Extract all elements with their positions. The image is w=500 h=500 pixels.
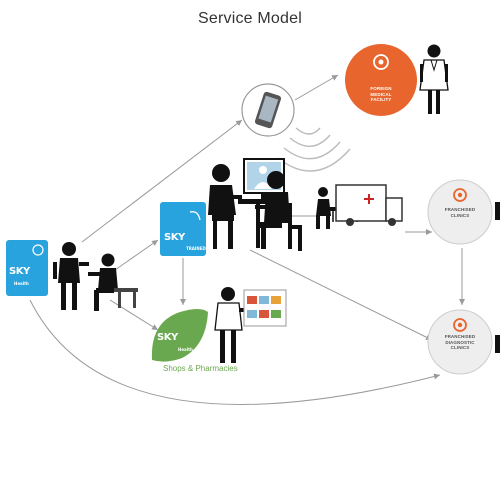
- sky-shops-brand-subtext: Health: [178, 347, 193, 352]
- franchised-clinics-node: [427, 179, 493, 245]
- diagram-title: Service Model: [198, 10, 302, 27]
- sky-trained-brand-text: SKY: [164, 232, 185, 243]
- medical-logo-icon: [373, 54, 389, 70]
- consultation-scene: [208, 158, 302, 251]
- diagnostic-edge-marker: [495, 335, 500, 353]
- mobile-phone-icon: [254, 91, 282, 129]
- sky-trained-kiosk-logo: [160, 202, 206, 256]
- arrow-patient-to-trained-kiosk: [114, 239, 159, 271]
- franchised-diagnostic-clinics-node: [427, 309, 493, 375]
- arrow-patient-to-phone: [81, 119, 243, 243]
- sky-trained-brand-subtext: TRAINED: [186, 246, 206, 251]
- diagnostic-logo-icon: [453, 318, 467, 332]
- sky-shops-brand-text: SKY: [157, 332, 178, 343]
- ambulance-scene: [316, 184, 403, 229]
- sky-health-brand-logo: [6, 240, 48, 296]
- sky-shops-logo: [151, 309, 208, 362]
- doctor-icon: [419, 44, 449, 114]
- shops-pharmacies-label: Shops & Pharmacies: [163, 364, 238, 373]
- sky-main-brand-subtext: Health: [14, 281, 29, 286]
- wireless-signal-icon: [277, 127, 351, 172]
- sky-main-brand-text: SKY: [9, 266, 30, 277]
- foreign-medical-facility-node: [345, 44, 417, 116]
- clinic-logo-icon: [453, 188, 467, 202]
- health-worker-seated-icon: [208, 164, 242, 249]
- arrow-main-brand-to-diagnostic: [29, 299, 441, 405]
- pharmacy-shelf-icon: [243, 289, 287, 327]
- ambulance-icon: [335, 184, 403, 226]
- patient-seated-icon: [255, 171, 302, 251]
- clinic-edge-marker: [495, 202, 500, 220]
- mobile-phone-node: [241, 83, 295, 137]
- paramedic-icon: [316, 187, 331, 229]
- patient-group-icon: [53, 242, 138, 311]
- arrow-phone-to-remote-center: [294, 74, 339, 101]
- foreign-medical-facility-label: FOREIGN MEDICAL FACILITY: [370, 86, 392, 102]
- arrow-consult-to-diagnostic: [249, 249, 433, 341]
- franchised-clinics-label: FRANCHISED CLINICS: [444, 207, 476, 218]
- table-icon: [238, 199, 280, 204]
- franchised-diagnostic-clinics-label: FRANCHISED DIAGNOSTIC CLINICS: [444, 334, 476, 350]
